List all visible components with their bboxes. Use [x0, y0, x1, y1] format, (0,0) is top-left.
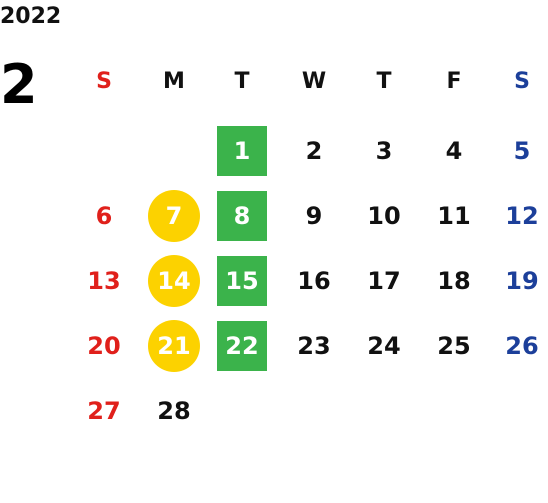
weekday-label: W [301, 68, 327, 94]
day-cell[interactable]: 16 [284, 256, 344, 306]
day-number: 9 [305, 202, 323, 230]
day-cell[interactable]: 15 [212, 256, 272, 306]
green-square-marker [217, 191, 267, 241]
green-square-marker [217, 126, 267, 176]
day-number: 15 [225, 267, 259, 295]
day-cell[interactable]: 7 [144, 190, 204, 242]
day-cell[interactable]: 27 [74, 386, 134, 436]
day-number: 3 [375, 137, 393, 165]
weekday-label: S [96, 68, 112, 94]
yellow-circle-marker [148, 190, 200, 242]
day-cell[interactable]: 25 [424, 321, 484, 371]
day-number: 20 [87, 332, 121, 360]
day-cell[interactable]: 4 [424, 126, 484, 176]
yellow-circle-marker [148, 255, 200, 307]
day-number: 6 [95, 202, 113, 230]
day-number: 5 [513, 137, 531, 165]
day-cell[interactable]: 2 [284, 126, 344, 176]
day-cell[interactable]: 1 [212, 126, 272, 176]
day-cell[interactable]: 21 [144, 320, 204, 372]
day-cell[interactable]: 11 [424, 191, 484, 241]
day-number: 21 [157, 332, 191, 360]
day-number: 18 [437, 267, 471, 295]
day-cell[interactable]: 3 [354, 126, 414, 176]
day-cell[interactable]: 13 [74, 256, 134, 306]
day-number: 22 [225, 332, 259, 360]
day-cell[interactable]: 19 [492, 256, 548, 306]
day-number: 7 [165, 202, 183, 230]
month-label: 2 [0, 53, 38, 116]
day-cell[interactable]: 8 [212, 191, 272, 241]
day-cell[interactable]: 6 [74, 191, 134, 241]
weekday-label: T [376, 68, 392, 94]
day-cell[interactable]: 23 [284, 321, 344, 371]
day-number: 25 [437, 332, 471, 360]
weekday-label: S [514, 68, 530, 94]
day-cell[interactable]: 14 [144, 255, 204, 307]
day-number: 10 [367, 202, 401, 230]
day-cell[interactable]: 10 [354, 191, 414, 241]
day-number: 14 [157, 267, 191, 295]
day-number: 12 [505, 202, 539, 230]
green-square-marker [217, 256, 267, 306]
year-label: 2022 [0, 4, 62, 29]
day-number: 8 [233, 202, 251, 230]
day-cell[interactable]: 9 [284, 191, 344, 241]
day-number: 13 [87, 267, 121, 295]
day-cell[interactable]: 26 [492, 321, 548, 371]
day-cell[interactable]: 24 [354, 321, 414, 371]
day-number: 2 [305, 137, 323, 165]
day-cell[interactable]: 12 [492, 191, 548, 241]
day-number: 26 [505, 332, 539, 360]
day-number: 19 [505, 267, 539, 295]
yellow-circle-marker [148, 320, 200, 372]
day-number: 17 [367, 267, 401, 295]
day-cell[interactable]: 17 [354, 256, 414, 306]
day-cell[interactable]: 18 [424, 256, 484, 306]
day-cell[interactable]: 22 [212, 321, 272, 371]
day-number: 11 [437, 202, 471, 230]
green-square-marker [217, 321, 267, 371]
day-number: 28 [157, 397, 191, 425]
day-cell[interactable]: 28 [144, 386, 204, 436]
day-number: 24 [367, 332, 401, 360]
day-number: 23 [297, 332, 331, 360]
weekday-label: M [163, 68, 185, 94]
day-number: 27 [87, 397, 121, 425]
day-number: 4 [445, 137, 463, 165]
weekday-label: F [446, 68, 462, 94]
day-cell[interactable]: 5 [492, 126, 548, 176]
weekday-label: T [234, 68, 250, 94]
day-number: 16 [297, 267, 331, 295]
day-cell[interactable]: 20 [74, 321, 134, 371]
day-number: 1 [233, 137, 251, 165]
